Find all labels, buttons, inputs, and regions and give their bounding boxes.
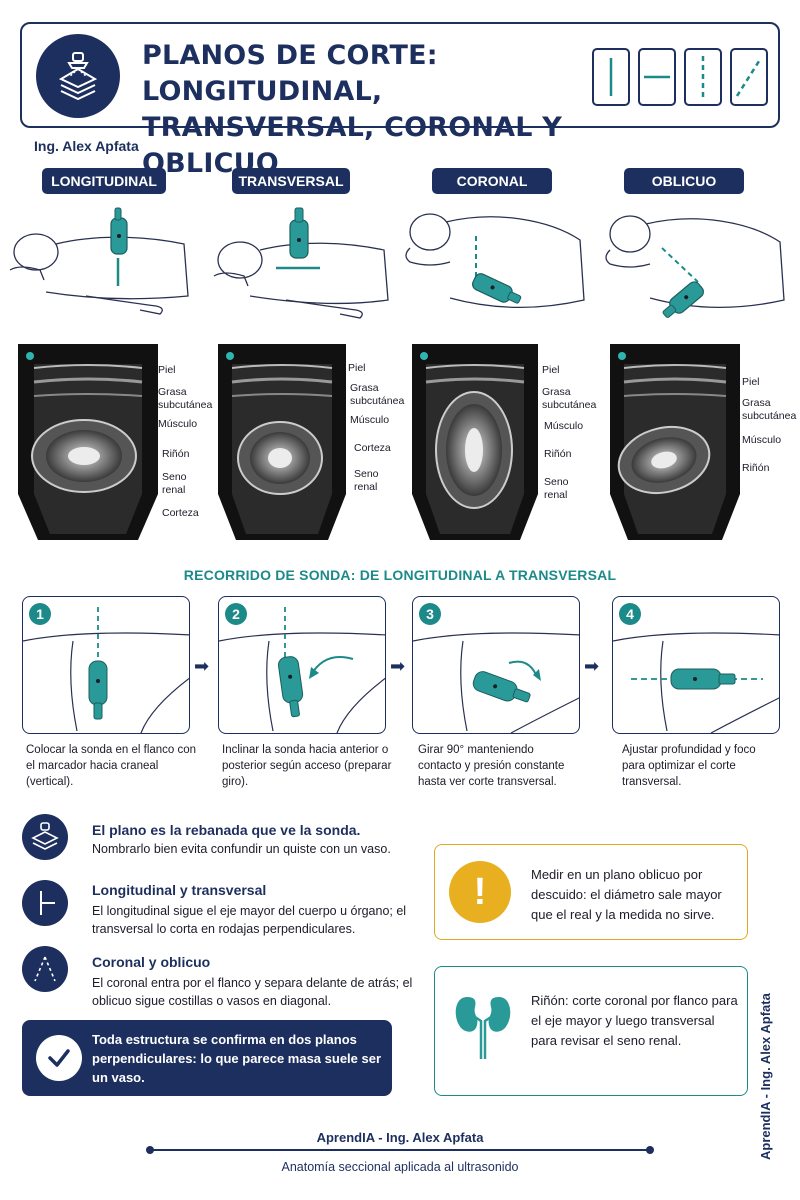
info-title-2: Longitudinal y transversal [92,882,267,898]
step-text-1: Colocar la sonda en el flanco con el mar… [26,744,197,788]
step-number: 1 [29,603,51,625]
step-number: 3 [419,603,441,625]
header-banner: PLANOS DE CORTE: LONGITUDINAL, TRANSVERS… [20,22,780,179]
horizontal-line-icon [638,48,676,106]
dashed-vertical-icon [684,48,722,106]
us-label-rinon-1: Riñón [162,448,190,460]
arrow-right-icon: ➡ [194,656,210,676]
warning-text: Medir en un plano oblicuo por descuido: … [531,867,722,922]
warning-callout: ! Medir en un plano oblicuo por descuido… [434,844,748,940]
us-label-grasa-1: Grasa subcutánea [158,386,213,411]
us-label-piel-2: Piel [348,362,366,374]
axis-cross-icon [22,880,68,926]
footer-brand: AprendIA - Ing. Alex Apfata [316,1130,484,1145]
exclamation-icon: ! [449,861,511,923]
kidney-tip-text: Riñón: corte coronal por flanco para el … [531,993,738,1048]
body-figure-longitudinal [9,207,189,315]
ultrasound-image-coronal [412,344,538,540]
us-label-musculo-3: Músculo [544,420,584,432]
plane-icon-group [592,48,768,106]
body-figure-coronal [405,213,585,308]
step-number: 4 [619,603,641,625]
kidneys-icon [455,997,511,1059]
us-label-seno-3: Seno renal [544,476,569,501]
probe-tilt-illustration [219,607,385,733]
probe-vertical-illustration [23,607,189,733]
info-title-1: El plano es la rebanada que ve la sonda. [92,822,361,838]
info-body-3: El coronal entra por el flanco y separa … [92,976,413,1008]
step-card-3: 3 [412,596,580,734]
plane-pill-coronal: CORONAL [432,168,552,194]
us-label-musculo-1: Músculo [158,418,198,430]
page-title: PLANOS DE CORTE: LONGITUDINAL, TRANSVERS… [142,40,563,179]
us-label-piel-1: Piel [158,364,176,376]
us-label-grasa-3: Grasa subcutánea [542,386,597,411]
footer-divider [150,1149,650,1151]
ultrasound-image-longitudinal [18,344,158,540]
us-label-corteza-2: Corteza [354,442,391,454]
footer-dot-left [146,1146,154,1154]
body-figure-transversal [213,207,389,319]
diagonal-dashed-icon [730,48,768,106]
plane-pill-oblicuo: OBLICUO [624,168,744,194]
step-text-2: Inclinar la sonda hacia anterior o poste… [222,744,392,788]
probe-rotate-illustration [413,632,579,733]
us-label-grasa-4: Grasa subcutánea [742,397,797,422]
plane-pill-transversal: TRANSVERSAL [232,168,350,194]
kidney-tip-callout: Riñón: corte coronal por flanco para el … [434,966,748,1096]
us-label-seno-1: Seno renal [162,471,187,496]
author-name: Ing. Alex Apfata [34,138,139,154]
ultrasound-image-transversal [218,344,346,540]
footer-dot-right [646,1146,654,1154]
info-body-2: El longitudinal sigue el eje mayor del c… [92,904,407,936]
sweep-section-title: RECORRIDO DE SONDA: DE LONGITUDINAL A TR… [183,567,617,583]
us-label-piel-3: Piel [542,364,560,376]
dashed-diagonal-icon [22,946,68,992]
ultrasound-layers-icon [36,34,120,118]
us-label-corteza-1: Corteza [162,507,199,519]
us-label-rinon-3: Riñón [544,448,572,460]
us-label-rinon-4: Riñón [742,462,770,474]
info-title-3: Coronal y oblicuo [92,954,211,970]
us-label-grasa-2: Grasa subcutánea [350,382,405,407]
arrow-right-icon: ➡ [584,656,600,676]
us-label-musculo-2: Músculo [350,414,390,426]
us-label-piel-4: Piel [742,376,760,388]
step-number: 2 [225,603,247,625]
confirm-banner: Toda estructura se confirma en dos plano… [22,1020,392,1096]
info-body-1: Nombrarlo bien evita confundir un quiste… [92,842,391,856]
step-card-2: 2 [218,596,386,734]
vertical-line-icon [592,48,630,106]
checkmark-icon [36,1035,82,1081]
step-text-4: Ajustar profundidad y foco para optimiza… [622,744,756,788]
plane-pill-longitudinal: LONGITUDINAL [42,168,166,194]
us-label-seno-2: Seno renal [354,468,379,493]
ultrasound-image-oblicuo [610,344,740,540]
step-card-4: 4 [612,596,780,734]
layers-probe-icon [22,814,68,860]
step-card-1: 1 [22,596,190,734]
arrow-right-icon: ➡ [390,656,406,676]
step-text-3: Girar 90° manteniendo contacto y presión… [418,744,565,788]
confirm-text: Toda estructura se confirma en dos plano… [92,1032,382,1085]
us-label-musculo-4: Músculo [742,434,782,446]
body-figure-oblicuo [605,215,785,318]
footer-subtitle: Anatomía seccional aplicada al ultrasoni… [281,1160,519,1174]
probe-horizontal-illustration [613,632,779,733]
